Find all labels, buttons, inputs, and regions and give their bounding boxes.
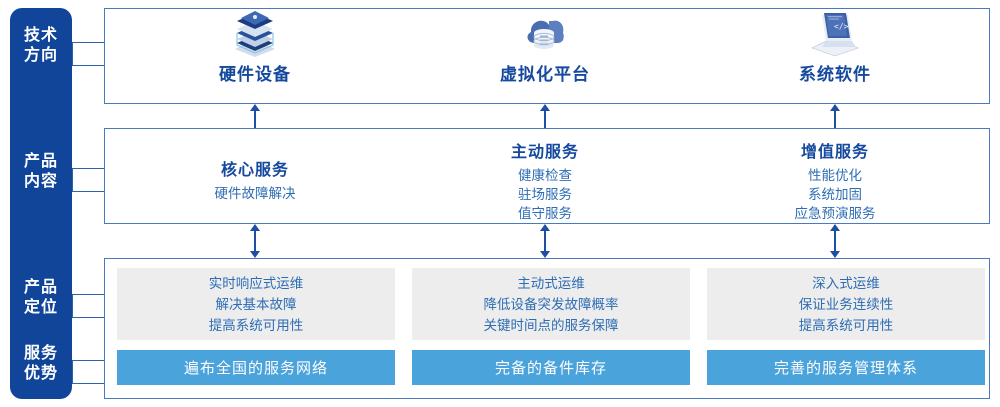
tech-column-hardware: 硬件设备 <box>135 6 375 85</box>
rail-label-product-content: 产品 内容 <box>10 152 72 192</box>
arrow-shaft <box>254 109 256 128</box>
rail-label-service-advantage-line2: 优势 <box>23 365 58 382</box>
arrow-head-up <box>250 224 260 231</box>
positioning-line: 实时响应式运维 <box>208 275 304 291</box>
arrow-head-down <box>250 251 260 258</box>
product-item: 值守服务 <box>518 206 572 221</box>
advantage-bar-spare-parts: 完备的备件库存 <box>412 350 690 385</box>
product-item: 健康检查 <box>518 168 572 183</box>
arrow-head-down <box>540 251 550 258</box>
product-item: 驻场服务 <box>518 187 572 202</box>
product-item: 应急预演服务 <box>794 206 876 221</box>
product-item: 硬件故障解决 <box>214 186 296 201</box>
arrow-head-up <box>830 104 840 111</box>
tech-column-system-software: </> 系统软件 <box>715 6 955 85</box>
rail-label-tech-direction-line1: 技术 <box>23 27 58 44</box>
rail-label-tech-direction: 技术 方向 <box>10 26 72 66</box>
positioning-line: 深入式运维 <box>812 275 880 291</box>
arrow-head-up <box>830 224 840 231</box>
arrow-up-virtualization <box>538 104 552 128</box>
advantage-bar-service-network: 遍布全国的服务网络 <box>117 350 395 385</box>
positioning-line: 关键时间点的服务保障 <box>483 317 619 333</box>
positioning-line: 解决基本故障 <box>215 296 297 312</box>
arrow-up-system-software <box>828 104 842 128</box>
positioning-box-proactive: 主动式运维 降低设备突发故障概率 关键时间点的服务保障 <box>412 268 690 340</box>
arrow-head-down <box>830 251 840 258</box>
positioning-line: 主动式运维 <box>517 275 585 291</box>
code-laptop-icon: </> <box>715 6 955 58</box>
connector-bracket-service-advantage <box>72 360 105 384</box>
arrow-shaft <box>834 230 836 252</box>
product-title-proactive-service: 主动服务 <box>510 144 579 161</box>
rail-label-product-positioning-line2: 定位 <box>23 299 58 316</box>
arrow-shaft <box>254 230 256 252</box>
cloud-database-icon <box>425 6 665 58</box>
arrow-double-proactive-service <box>538 224 552 258</box>
positioning-line: 提高系统可用性 <box>208 317 304 333</box>
rail-label-service-advantage: 服务 优势 <box>10 344 72 384</box>
product-item: 系统加固 <box>808 187 862 202</box>
positioning-box-realtime: 实时响应式运维 解决基本故障 提高系统可用性 <box>117 268 395 340</box>
product-title-core-service: 核心服务 <box>220 162 289 179</box>
svg-text:</>: </> <box>834 22 849 31</box>
product-content-panel <box>104 128 990 224</box>
arrow-shaft <box>834 109 836 128</box>
product-column-value-added-service: 增值服务 性能优化 系统加固 应急预演服务 <box>710 138 960 223</box>
connector-bracket-tech-direction <box>72 42 105 66</box>
arrow-up-hardware <box>248 104 262 128</box>
rail-label-product-content-line2: 内容 <box>23 173 58 190</box>
arrow-shaft <box>544 109 546 128</box>
tech-title-system-software: 系统软件 <box>799 65 871 84</box>
positioning-line: 降低设备突发故障概率 <box>483 296 619 312</box>
rail-label-product-content-line1: 产品 <box>23 153 58 170</box>
positioning-line: 提高系统可用性 <box>798 317 894 333</box>
positioning-line: 保证业务连续性 <box>798 296 894 312</box>
positioning-box-indepth: 深入式运维 保证业务连续性 提高系统可用性 <box>707 268 985 340</box>
arrow-double-core-service <box>248 224 262 258</box>
server-stack-icon <box>135 6 375 58</box>
connector-bracket-product-content <box>72 168 105 192</box>
arrow-head-up <box>540 224 550 231</box>
product-title-value-added-service: 增值服务 <box>800 144 869 161</box>
connector-bracket-product-positioning <box>72 294 105 318</box>
rail-label-service-advantage-line1: 服务 <box>23 345 58 362</box>
arrow-double-value-added-service <box>828 224 842 258</box>
rail-label-tech-direction-line2: 方向 <box>23 47 58 64</box>
advantage-bar-management-system: 完善的服务管理体系 <box>707 350 985 385</box>
rail-label-product-positioning: 产品 定位 <box>10 278 72 318</box>
tech-column-virtualization: 虚拟化平台 <box>425 6 665 85</box>
arrow-shaft <box>544 230 546 252</box>
left-category-rail <box>10 8 72 399</box>
tech-title-virtualization: 虚拟化平台 <box>500 65 590 84</box>
product-item: 性能优化 <box>808 168 862 183</box>
arrow-head-up <box>250 104 260 111</box>
arrow-head-up <box>540 104 550 111</box>
tech-title-hardware: 硬件设备 <box>219 65 291 84</box>
rail-label-product-positioning-line1: 产品 <box>23 279 58 296</box>
product-column-proactive-service: 主动服务 健康检查 驻场服务 值守服务 <box>420 138 670 223</box>
product-column-core-service: 核心服务 硬件故障解决 <box>130 138 380 203</box>
